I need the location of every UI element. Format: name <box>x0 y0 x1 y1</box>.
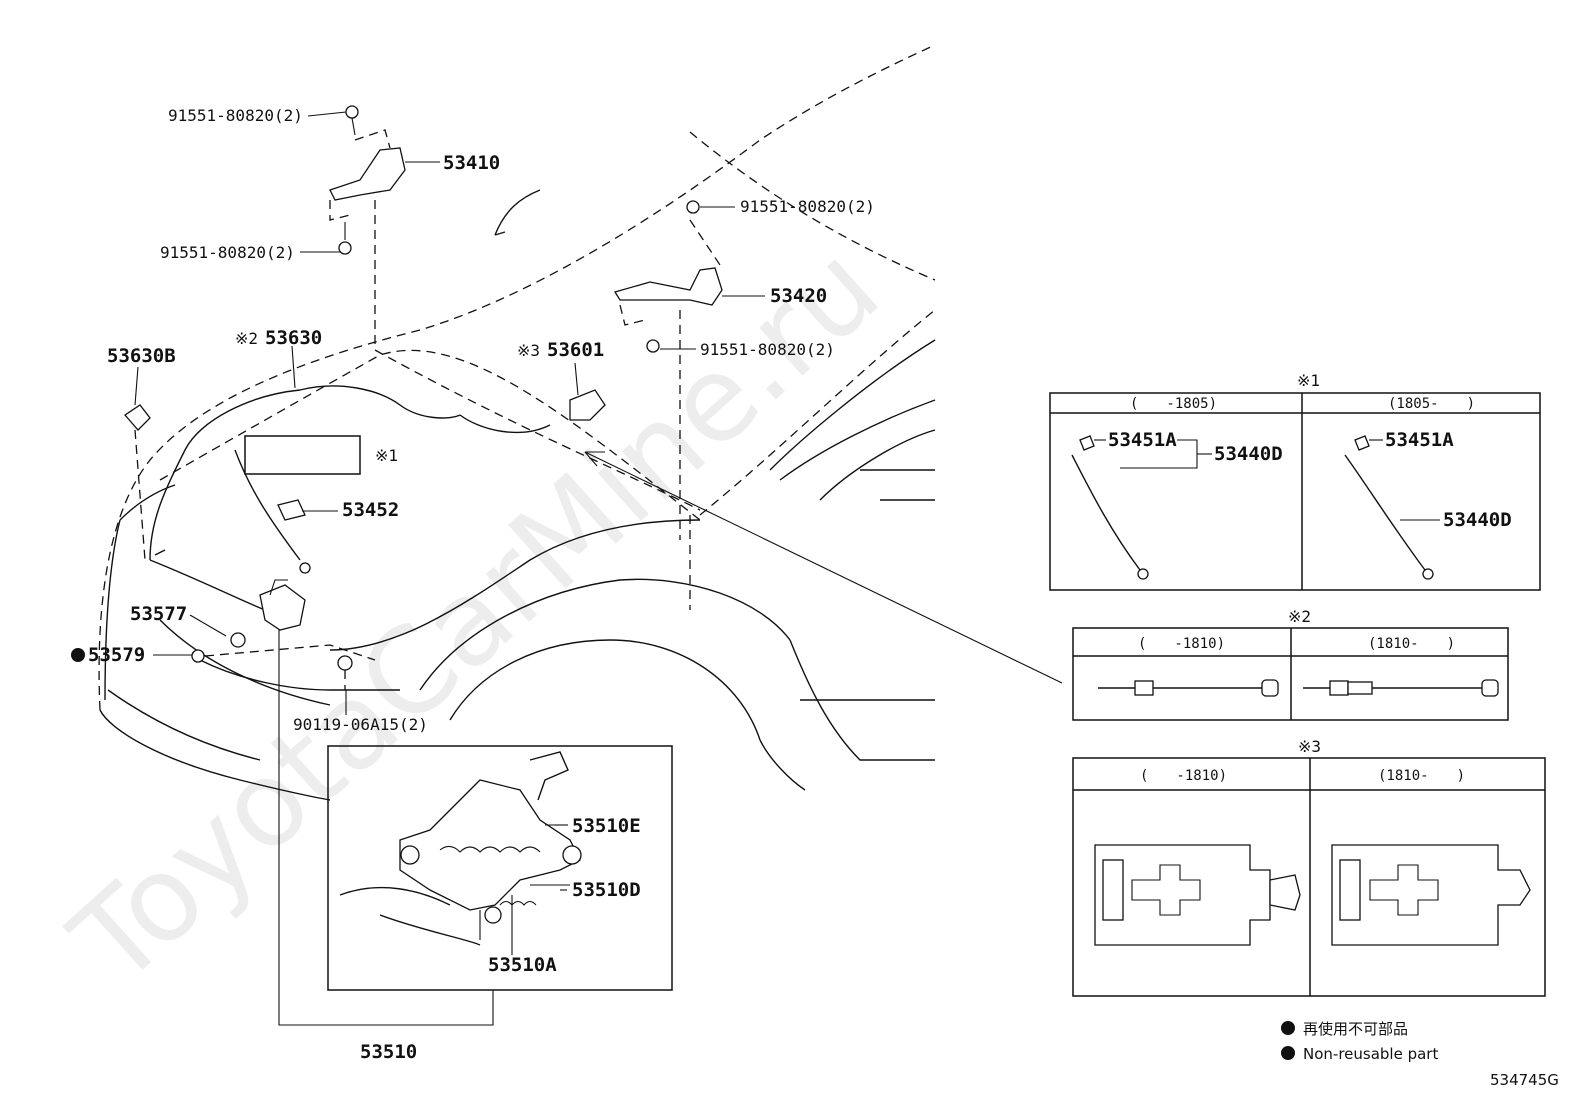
label-53630b: 53630B <box>107 345 176 367</box>
box1-right-part-a: 53451A <box>1385 429 1454 451</box>
legend-en: Non-reusable part <box>1303 1045 1438 1063</box>
label-53579: 53579 <box>88 644 145 666</box>
legend-dot-en <box>1281 1046 1295 1060</box>
label-53452: 53452 <box>342 499 399 521</box>
label-53630-mark: ※2 <box>235 329 258 348</box>
box1-left-part-a: 53451A <box>1108 429 1177 451</box>
box3-mark: ※3 <box>1298 737 1321 756</box>
variant-box-3: ※3 ( -1810) (1810- ) <box>1072 737 1546 997</box>
label-53510d: 53510D <box>572 879 641 901</box>
label-bolt-r1: 91551-80820(2) <box>740 197 875 216</box>
box1-right-header: (1805- ) <box>1388 396 1475 412</box>
box2-right-header: (1810- ) <box>1368 636 1455 652</box>
label-ref1-mark: ※1 <box>375 446 398 465</box>
label-bolt-lower: 90119-06A15(2) <box>293 715 428 734</box>
box1-left-part-b: 53440D <box>1214 443 1283 465</box>
legend-jp: 再使用不可部品 <box>1303 1020 1408 1038</box>
label-53510a: 53510A <box>488 954 557 976</box>
box2-mark: ※2 <box>1288 607 1311 626</box>
hood-hinge-right <box>613 200 723 540</box>
label-bolt-top1: 91551-80820(2) <box>168 106 303 125</box>
legend: 再使用不可部品 Non-reusable part 534745G <box>1281 1020 1559 1089</box>
label-53510: 53510 <box>360 1041 417 1063</box>
label-bolt-top2: 91551-80820(2) <box>160 243 295 262</box>
clip-53630b <box>124 404 151 561</box>
label-53630: 53630 <box>265 327 322 349</box>
label-53601: 53601 <box>547 339 604 361</box>
variant-box-2: ※2 ( -1810) (1810- ) <box>1072 607 1509 721</box>
box1-right-part-b: 53440D <box>1443 509 1512 531</box>
latch-bracket <box>278 630 494 1026</box>
box1-left-header: ( -1805) <box>1130 396 1217 412</box>
box1-mark: ※1 <box>1297 371 1320 390</box>
legend-dot-jp <box>1281 1021 1295 1035</box>
box2-left-header: ( -1810) <box>1138 636 1225 652</box>
label-53601-mark: ※3 <box>517 341 540 360</box>
figure-code: 534745G <box>1490 1071 1559 1089</box>
label-53410: 53410 <box>443 152 500 174</box>
box3-right-header: (1810- ) <box>1378 768 1465 784</box>
hood-hinge-left <box>329 105 406 350</box>
hood-latch <box>191 579 376 690</box>
label-53510e: 53510E <box>572 815 641 837</box>
label-53577: 53577 <box>130 603 187 625</box>
label-bolt-r2: 91551-80820(2) <box>700 340 835 359</box>
car-body-outline <box>98 44 936 801</box>
non-reusable-dot <box>71 648 85 662</box>
label-53420: 53420 <box>770 285 827 307</box>
box3-left-header: ( -1810) <box>1140 768 1227 784</box>
part-labels: 91551-80820(2) 53410 91551-80820(2) 9155… <box>71 106 875 1063</box>
variant-box-1: ※1 ( -1805) (1805- ) 53451A 53440D 53451… <box>1049 371 1541 591</box>
latch-detail-box <box>327 745 673 991</box>
release-cable <box>149 385 606 611</box>
hood-support-rod <box>234 435 361 574</box>
leader-lines <box>134 111 1063 955</box>
